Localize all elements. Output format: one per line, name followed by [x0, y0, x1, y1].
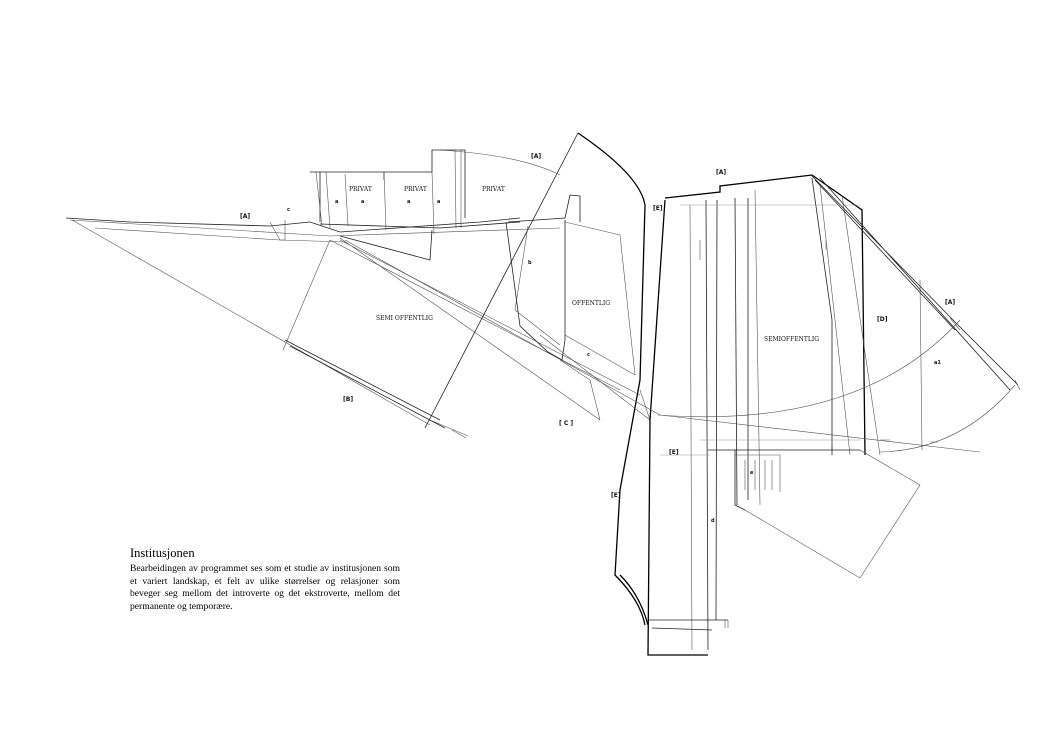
right-block-top: [664, 174, 866, 456]
central-public-block: [505, 132, 651, 626]
e-curve: [619, 574, 649, 626]
wing-b-tip: [429, 419, 469, 439]
c-diagonal: [339, 237, 641, 421]
zone-privat-2: PRIVAT: [404, 186, 427, 193]
zone-semi-offentlig-left: SEMI OFFENTLIG: [376, 315, 433, 322]
label-d-small: d: [711, 518, 715, 524]
right-ticks: [699, 240, 938, 628]
label-a-2: a: [361, 199, 364, 205]
marker-c: [ C ]: [559, 420, 573, 427]
marker-e-1: [E]: [653, 205, 663, 212]
offentlig-lines: [539, 334, 651, 421]
marker-e-3: [E]: [611, 492, 621, 499]
caption-body: Bearbeidingen av programmet ses som et s…: [130, 563, 400, 612]
label-a-3: a: [407, 199, 410, 205]
right-main-block: [344, 174, 1021, 656]
zone-privat-1: PRIVAT: [349, 186, 372, 193]
marker-a-top-left: [A]: [240, 213, 250, 220]
ramp-right: [811, 175, 1019, 391]
wedge-bottom: [744, 449, 921, 579]
semi-public-area-left: [71, 219, 621, 426]
private-block-stair: [269, 220, 286, 241]
right-block-bottom: [648, 449, 860, 631]
marker-e-2: [E]: [669, 449, 679, 456]
label-c-top: c: [287, 207, 290, 213]
private-block-base: [319, 221, 521, 261]
long-diagonal-c: [344, 239, 981, 453]
label-e-small: e: [750, 470, 754, 476]
label-a1: a1: [934, 360, 941, 366]
right-block-columns: [705, 177, 833, 651]
marker-d: [D]: [877, 316, 888, 323]
private-block-outline: [310, 149, 466, 222]
left-wing-outline: [65, 217, 521, 233]
marker-a-top-mid: [A]: [531, 153, 541, 160]
right-faint: [660, 204, 860, 456]
caption-block: Institusjonen Bearbeidingen av programme…: [130, 546, 400, 613]
arc-top-left: [439, 149, 561, 176]
ramp-right-end: [949, 317, 1021, 391]
zone-privat-3: PRIVAT: [482, 186, 505, 193]
private-block: [269, 149, 521, 261]
caption-title: Institusjonen: [130, 546, 195, 560]
arc-right: [657, 319, 1016, 453]
offentlig-outline: [505, 194, 581, 361]
right-stair: [735, 454, 781, 492]
right-block-thin-cols: [689, 184, 923, 651]
offentlig-curve: [577, 132, 646, 626]
left-wing-lower-line: [94, 227, 346, 243]
offentlig-inner: [514, 221, 636, 376]
right-block-left-edge: [647, 199, 708, 656]
wing-b-edge: [284, 339, 446, 429]
label-c-mid: c: [587, 352, 590, 358]
marker-a-top-right: [A]: [716, 169, 726, 176]
left-wing: [65, 132, 641, 439]
b-diagonal: [424, 132, 579, 429]
zone-offentlig: OFFENTLIG: [572, 300, 610, 307]
label-b-mid: b: [528, 260, 532, 266]
private-block-walls: [315, 149, 462, 235]
marker-b: [B]: [343, 396, 353, 403]
left-wing-floor-line: [69, 219, 561, 237]
marker-a-right: [A]: [945, 299, 955, 306]
label-a-4: a: [437, 199, 440, 205]
label-a-1: a: [335, 199, 338, 205]
zone-semi-offentlig-right: SEMIOFFENTLIG: [764, 336, 819, 343]
